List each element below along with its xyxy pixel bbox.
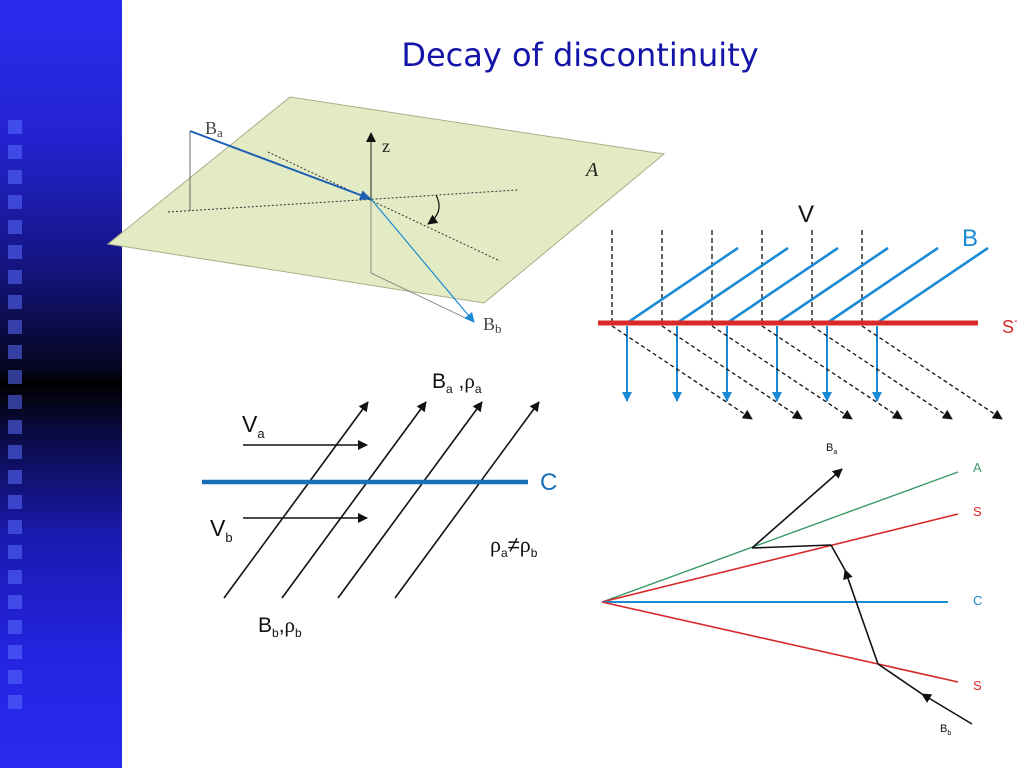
label-bb-fan: Bb	[940, 723, 951, 737]
label-vb: Vb	[210, 515, 233, 545]
label-c-contact: C	[540, 469, 557, 496]
label-s-upper-fan: S	[973, 504, 982, 519]
label-plane-a: A	[584, 159, 599, 181]
label-s-minus: S-	[1002, 315, 1018, 337]
fan-line-a	[601, 471, 959, 603]
plane-diagram: Ba Bb z A	[106, 96, 666, 336]
contact-diagram: Ba ,ρa Va Vb C Bb,ρb ρa≠ρb	[202, 369, 557, 640]
fan-line-s-upper	[601, 513, 959, 603]
rotation-angle-arc	[427, 194, 440, 225]
bb-path-upward	[843, 569, 879, 665]
bb-path-lower	[877, 663, 923, 695]
ba-field-line	[189, 130, 372, 200]
bb-path-cross	[751, 544, 832, 549]
bb-projection-line	[370, 272, 475, 323]
label-c-fan: C	[973, 593, 982, 608]
blue-down-arrows	[622, 326, 882, 402]
plane-axis-dotted	[167, 189, 519, 213]
slide-title: Decay of discontinuity	[401, 36, 759, 74]
label-bb-rho-b: Bb,ρb	[258, 613, 302, 640]
field-diagram: V B S-	[598, 201, 1018, 420]
label-z-axis: z	[382, 136, 390, 156]
bb-path-upper	[830, 544, 846, 571]
label-bb-plane: Bb	[483, 314, 502, 336]
plane-a-surface	[106, 96, 666, 304]
bb-incoming-arrow	[921, 693, 973, 725]
density-inequality: ρa≠ρb	[490, 532, 538, 560]
v-dashed-lines	[611, 230, 863, 322]
sidebar-squares	[8, 120, 22, 720]
label-v: V	[798, 201, 814, 228]
bb-field-line	[370, 198, 475, 323]
fan-line-s-lower	[601, 601, 959, 683]
fan-diagram: Ba A S C S Bb	[601, 442, 982, 737]
v-diagonal-arrows	[611, 325, 1003, 420]
projection-dotted	[267, 151, 501, 262]
ba-outgoing-arrow	[751, 468, 843, 549]
slide-sidebar	[0, 0, 122, 768]
label-b: B	[962, 225, 978, 252]
label-a-fan: A	[973, 460, 982, 475]
b-field-lines	[626, 246, 989, 325]
label-s-lower-fan: S	[973, 678, 982, 693]
label-ba-fan: Ba	[826, 442, 837, 456]
label-ba-plane: Ba	[205, 118, 223, 140]
label-va: Va	[242, 411, 265, 441]
label-ba-rho-a: Ba ,ρa	[432, 369, 482, 396]
b-oblique-arrows	[223, 401, 540, 599]
